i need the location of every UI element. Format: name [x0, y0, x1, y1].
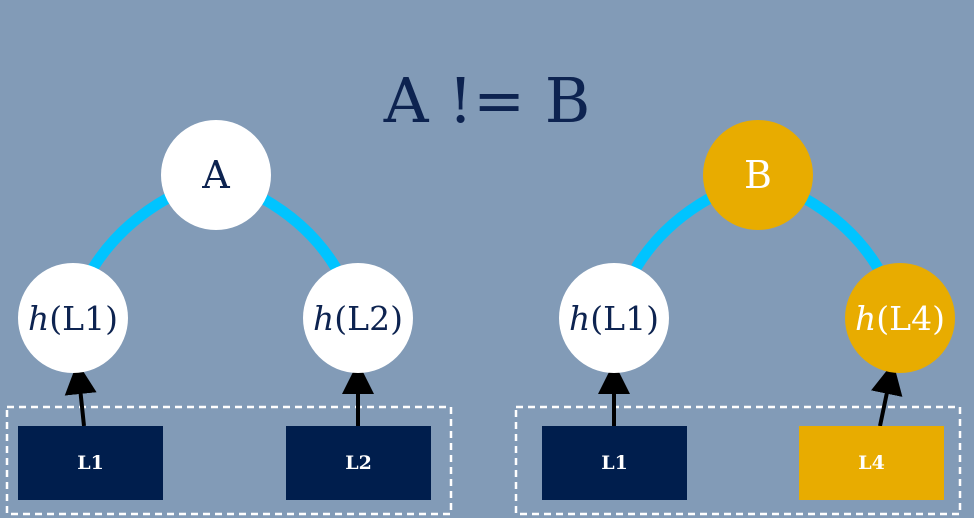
right-block-l1-label: L1 — [601, 452, 628, 474]
right-hash-l4-prefix: h — [855, 298, 877, 338]
right-hash-node-l4: h(L4) — [845, 263, 955, 373]
left-root-label: A — [202, 153, 230, 197]
left-edge-root-to-hl2 — [259, 193, 341, 271]
left-arrow-l1 — [64, 362, 97, 427]
right-root-node: B — [703, 120, 813, 230]
left-block-l2: L2 — [286, 426, 431, 500]
left-hash-node-l2: h(L2) — [303, 263, 413, 373]
left-block-l1-label: L1 — [77, 452, 104, 474]
right-leaf-group-box — [514, 405, 962, 516]
right-root-label: B — [744, 153, 772, 197]
left-hash-l2-label: (L2) — [334, 298, 403, 338]
right-hash-l4-label: (L4) — [876, 298, 945, 338]
left-leaf-group-box — [5, 405, 453, 516]
right-block-l1: L1 — [542, 426, 687, 500]
right-hash-l1-label: (L1) — [590, 298, 659, 338]
left-hash-l1-prefix: h — [28, 298, 50, 338]
left-block-l2-label: L2 — [345, 452, 372, 474]
left-block-l1: L1 — [18, 426, 163, 500]
right-block-l4-label: L4 — [858, 452, 885, 474]
right-hash-l1-prefix: h — [569, 298, 591, 338]
right-arrow-l4 — [871, 362, 903, 427]
left-hash-l2-prefix: h — [313, 298, 335, 338]
right-block-l4: L4 — [799, 426, 944, 500]
right-hash-node-l1: h(L1) — [559, 263, 669, 373]
left-edge-root-to-hl1 — [88, 193, 171, 271]
left-hash-l1-label: (L1) — [49, 298, 118, 338]
right-edge-root-to-hl1 — [631, 193, 713, 271]
diagram-title: A != B — [383, 64, 591, 137]
left-hash-node-l1: h(L1) — [18, 263, 128, 373]
right-edge-root-to-hl4 — [801, 193, 883, 271]
left-root-node: A — [161, 120, 271, 230]
